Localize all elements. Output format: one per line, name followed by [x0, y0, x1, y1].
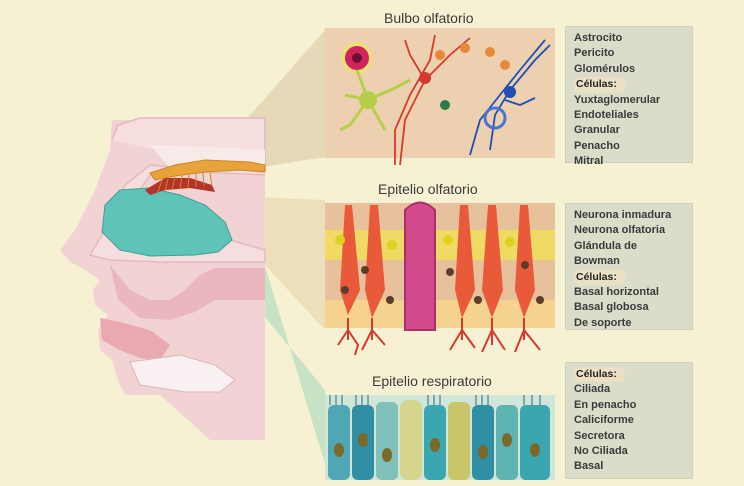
cells-label: Células: [574, 367, 625, 383]
respiratory-nuclei [334, 433, 540, 462]
legend-item: Basal horizontal [574, 286, 659, 299]
cells-label: Células: [574, 77, 625, 93]
title-epitelio-respiratorio: Epitelio respiratorio [372, 373, 492, 389]
cilia [329, 395, 541, 405]
legend-respiratorio: Células: Ciliada En penacho Caliciforme … [565, 362, 693, 479]
olfactory-fibers [157, 172, 213, 193]
legend-item: Pericito [574, 46, 684, 61]
legend-item: Astrocito [574, 32, 623, 44]
legend-item: Glándula de [574, 239, 637, 252]
legend-item: Neurona inmadura [574, 209, 672, 221]
legend-item-label: Pericito [574, 47, 615, 60]
mitral-cell-red [419, 72, 431, 84]
zoom-wedge-respiratorio [210, 250, 330, 480]
legend-item: Penacho [574, 139, 620, 152]
granule-cell [440, 100, 450, 110]
legend-item: Basal globosa [574, 301, 649, 314]
cells-label: Células: [574, 269, 625, 286]
legend-item: Caliciforme [574, 414, 634, 427]
mitral-cell-blue [504, 86, 516, 98]
bulbo-panel [325, 28, 616, 166]
olfactory-bulb [149, 159, 266, 181]
legend-item: Ciliada [574, 383, 611, 396]
legend-item: Yuxtaglomerular [574, 93, 661, 106]
legend-item: Neurona olfatoria [574, 224, 666, 237]
legend-item: No Ciliada [574, 445, 628, 458]
legend-item: Secretora [574, 429, 625, 442]
legend-item: En penacho [574, 398, 637, 411]
bowman-gland [404, 201, 436, 331]
legend-item: Endoteliales [574, 109, 639, 122]
legend-item: Granular [574, 124, 620, 137]
title-bulbo: Bulbo olfatorio [384, 10, 474, 26]
olfactory-neurons [340, 205, 535, 318]
legend-item: Bowman [574, 255, 620, 268]
legend-olfatorio: Neurona inmadura Neurona olfatoria Glánd… [565, 203, 693, 330]
legend-item: Glomérulos [574, 62, 636, 75]
glomerulus-blue [483, 106, 507, 130]
legend-item: Basal [574, 460, 604, 473]
glomeruli [435, 43, 510, 70]
respiratorio-panel [325, 395, 555, 480]
legend-item: De soporte [574, 316, 632, 329]
support-cell-nuclei [335, 235, 515, 250]
legend-bulbo: Astrocito Pericito Glomérulos Células: Y… [565, 26, 693, 167]
axon-roots [337, 318, 541, 356]
olfatorio-panel [325, 201, 555, 356]
legend-item: Mitral [574, 155, 604, 168]
title-epitelio-olfatorio: Epitelio olfatorio [378, 181, 478, 197]
basal-cells [341, 261, 544, 304]
